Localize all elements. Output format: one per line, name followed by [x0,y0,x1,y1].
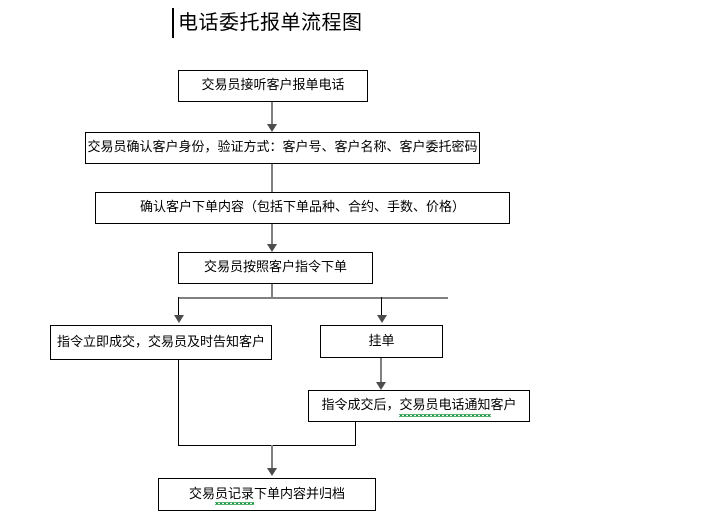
edge-n4-right-drop [381,297,382,317]
edge-n2-n3-line [271,164,273,192]
flow-node-label-part3: 客户 [490,398,517,414]
edge-n1-n2-arrowhead [267,124,277,132]
edge-n4-branch-bus [178,297,448,299]
flow-node-label-part1: 交易 [188,486,215,502]
flow-node-label: 挂单 [368,333,395,349]
edge-n3-n4-arrowhead [267,244,277,252]
edge-n6-n7-arrowhead [376,382,386,390]
edge-n5-merge-drop [178,360,179,446]
flow-node-label: 交易员确认客户身份，验证方式：客户号、客户名称、客户委托密码 [87,140,478,156]
flow-node-label: 交易员按照客户指令下单 [203,260,347,276]
flow-node-label-part3: 下单内容并归档 [254,486,346,502]
edge-merge-n8-line [271,445,273,470]
flow-node-label: 交易员记录下单内容并归档 [183,486,351,505]
edge-n4-branch-stem [271,284,273,298]
flow-node-immediate-fill[interactable]: 指令立即成交，交易员及时告知客户 [50,325,272,360]
flow-node-verify-identity[interactable]: 交易员确认客户身份，验证方式：客户号、客户名称、客户委托密码 [85,132,480,164]
edge-merge-n8-arrowhead [267,468,277,476]
flow-node-label-part1: 指令成交后， [321,398,400,414]
flow-node-label: 交易员接听客户报单电话 [201,78,345,94]
flow-node-receive-call[interactable]: 交易员接听客户报单电话 [178,70,368,102]
flow-node-place-order[interactable]: 交易员按照客户指令下单 [178,252,373,284]
edge-n3-n4-line [271,224,273,246]
edge-n4-n5-arrowhead [174,315,184,323]
edge-n4-left-drop [178,297,179,317]
edge-merge-bus [178,445,356,446]
flow-node-label-part2-spellchecked: 交易员电话通知 [399,398,491,417]
flow-node-record-and-archive[interactable]: 交易员记录下单内容并归档 [158,478,376,511]
flow-node-label: 指令成交后，交易员电话通知客户 [315,398,522,417]
page-title: 电话委托报单流程图 [178,10,363,34]
edge-n1-n2-line [271,102,273,126]
flow-node-label-part2-spellchecked: 员记录 [214,486,255,505]
flow-node-label: 指令立即成交，交易员及时告知客户 [57,334,266,350]
flow-node-confirm-order-details[interactable]: 确认客户下单内容（包括下单品种、合约、手数、价格） [95,192,510,224]
edge-n4-n6-arrowhead [377,315,387,323]
edge-n6-n7-line [380,358,382,384]
edge-n7-merge-drop [355,422,356,446]
flow-node-pending-order[interactable]: 挂单 [320,325,443,358]
text-caret [172,8,174,38]
flow-node-label: 确认客户下单内容（包括下单品种、合约、手数、价格） [139,200,465,216]
flow-node-notify-after-fill[interactable]: 指令成交后，交易员电话通知客户 [308,390,530,422]
